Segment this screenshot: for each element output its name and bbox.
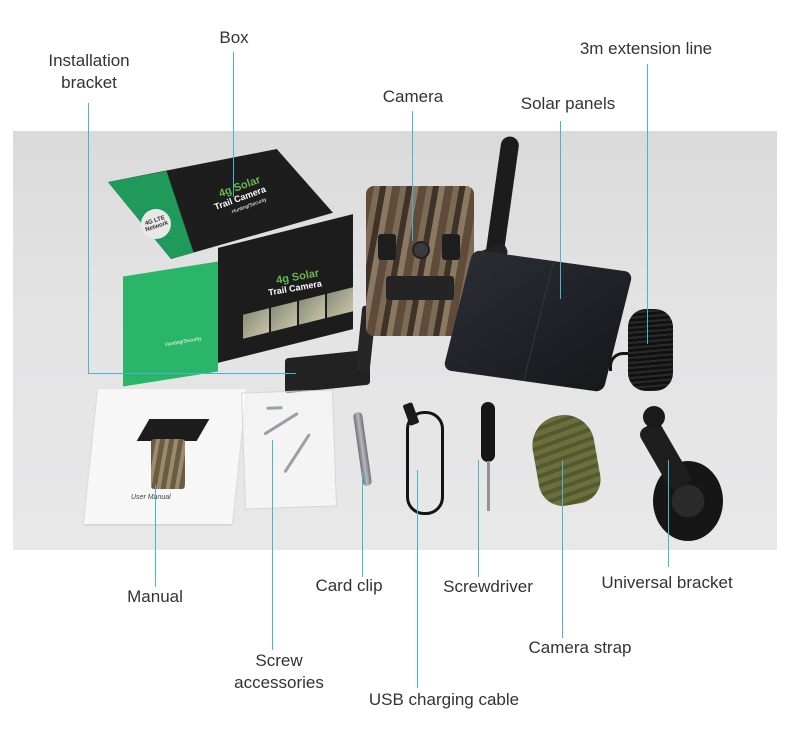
callout-line-screw-accessories [272, 440, 273, 650]
manual-cover-text: User Manual [131, 494, 171, 501]
label-camera-strap: Camera strap [528, 638, 632, 657]
universal-bracket-knob [643, 406, 665, 428]
pir-sensor [386, 276, 454, 300]
screw-bag [240, 389, 338, 510]
ir-panel-left [378, 234, 396, 260]
screwdriver-handle [481, 402, 495, 462]
label-card-clip: Card clip [315, 576, 383, 595]
screw [283, 433, 311, 474]
camera-strap [527, 410, 605, 510]
label-manual: Manual [127, 587, 183, 606]
label-camera: Camera [382, 87, 444, 106]
label-universal-bracket: Universal bracket [601, 573, 733, 592]
callout-line-installation-bracket-h [88, 373, 296, 374]
manual-illustration-camera [151, 439, 185, 489]
callout-line-solar-panels [560, 121, 561, 299]
solar-panel [443, 249, 633, 393]
screw [266, 406, 283, 410]
camera-lens [412, 241, 430, 259]
ir-panel-right [442, 234, 460, 260]
screwdriver-shaft [487, 461, 490, 511]
label-installation-bracket: Installation bracket [48, 51, 130, 92]
callout-line-installation-bracket [88, 103, 89, 373]
callout-line-card-clip [362, 470, 363, 577]
callout-line-camera [412, 111, 413, 241]
callout-line-extension-line [647, 64, 648, 344]
callout-line-camera-strap [562, 460, 563, 638]
manual-illustration-panel [136, 419, 210, 441]
label-solar-panels: Solar panels [520, 94, 616, 113]
box-side-green [123, 261, 218, 387]
label-box: Box [219, 28, 249, 47]
callout-line-universal-bracket [668, 460, 669, 567]
callout-line-usb-cable [417, 470, 418, 688]
callout-line-manual [155, 485, 156, 587]
usb-cable [406, 411, 444, 515]
universal-bracket-arm [637, 419, 693, 493]
trail-camera [366, 186, 474, 336]
label-screwdriver: Screwdriver [443, 577, 533, 596]
label-usb-cable: USB charging cable [368, 690, 520, 709]
screw [263, 411, 299, 436]
label-extension-line: 3m extension line [579, 39, 713, 58]
callout-line-screwdriver [478, 460, 479, 577]
product-photo: 4G LTE Network 4g Solar Trail Camera Hun… [13, 131, 777, 550]
extension-cable-coil [628, 309, 673, 391]
callout-line-box [233, 52, 234, 197]
label-screw-accessories: Screw accessories [234, 651, 324, 692]
